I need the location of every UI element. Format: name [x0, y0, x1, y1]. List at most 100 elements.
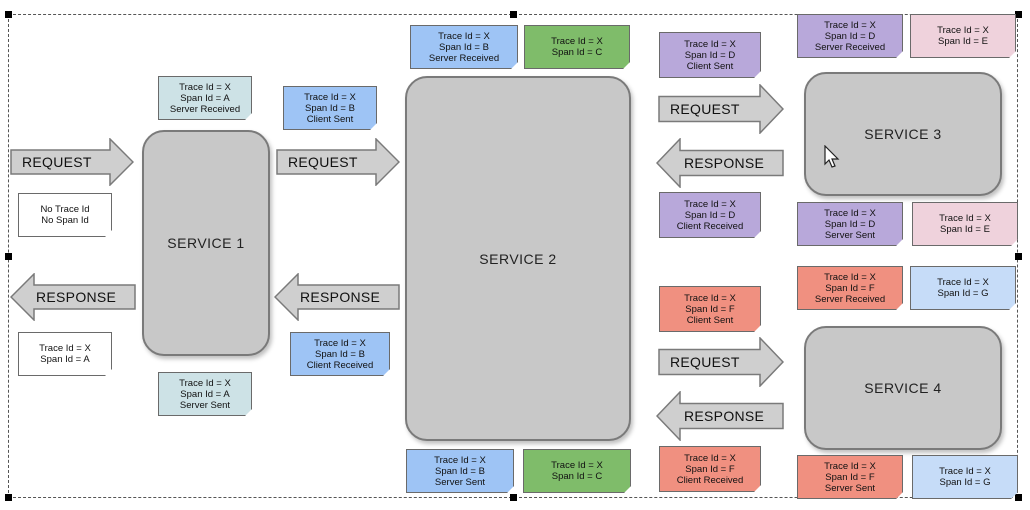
request-arrow-4: REQUEST: [658, 337, 784, 387]
note-line: Server Received: [814, 293, 886, 305]
resize-handle-top-left[interactable]: [5, 11, 12, 18]
note-line: Trace Id = X: [684, 292, 736, 304]
note-line: Trace Id = X: [939, 213, 991, 224]
response-arrow-4: RESPONSE: [656, 391, 784, 441]
note-line: Client Sent: [686, 60, 734, 72]
note-line: Span Id = G: [939, 477, 991, 488]
service-3-box: SERVICE 3: [804, 72, 1002, 196]
note-line: Span Id = B: [439, 41, 489, 53]
note-line: Client Received: [306, 359, 374, 371]
arrow-label: RESPONSE: [36, 289, 117, 305]
resize-handle-bottom-left[interactable]: [5, 494, 12, 501]
note-line: Span Id = B: [315, 348, 365, 360]
response-arrow-3: RESPONSE: [656, 138, 784, 188]
note-line: Trace Id = X: [937, 277, 989, 288]
arrow-polygon: [274, 273, 400, 321]
arrow-label: RESPONSE: [684, 155, 765, 171]
note-line: Client Sent: [686, 314, 734, 326]
block-arrow-shape: [658, 84, 784, 134]
resize-handle-top-middle[interactable]: [510, 11, 517, 18]
arrow-polygon: [10, 273, 136, 321]
note-line: Span Id = F: [825, 282, 875, 294]
note-line: Span Id = D: [824, 218, 876, 230]
note-line: Server Sent: [824, 229, 876, 241]
note-line: Server Sent: [179, 399, 231, 411]
note-line: Span Id = G: [937, 288, 989, 299]
resize-handle-bottom-middle[interactable]: [510, 494, 517, 501]
note-line: Trace Id = X: [434, 454, 486, 466]
arrow-label: RESPONSE: [684, 408, 765, 424]
note-line: Trace Id = X: [824, 19, 876, 31]
note-line: Server Received: [169, 103, 241, 115]
note-line: Server Sent: [434, 476, 486, 488]
arrow-label: REQUEST: [670, 101, 740, 117]
block-arrow-shape: [276, 138, 400, 186]
note-line: Trace Id = X: [684, 452, 736, 464]
block-arrow-shape: [274, 273, 400, 321]
note-line: Span Id = B: [305, 102, 355, 114]
note-line: Trace Id = X: [824, 207, 876, 219]
block-arrow-shape: [656, 138, 784, 188]
note-line: Trace Id = X: [824, 271, 876, 283]
response-arrow-1: RESPONSE: [10, 273, 136, 321]
resize-handle-middle-left[interactable]: [5, 253, 12, 260]
note-line: Span Id = A: [180, 388, 230, 400]
block-arrow-shape: [658, 337, 784, 387]
note-line: Span Id = F: [825, 471, 875, 483]
service-2-box: SERVICE 2: [405, 76, 631, 441]
note-line: Span Id = F: [685, 303, 735, 315]
note-line: Trace Id = X: [179, 81, 231, 93]
arrow-polygon: [276, 138, 400, 186]
note-line: Span Id = C: [551, 47, 603, 58]
note-line: Span Id = E: [940, 224, 990, 235]
arrow-label: RESPONSE: [300, 289, 381, 305]
note-line: Span Id = B: [435, 465, 485, 477]
arrow-label: REQUEST: [288, 154, 358, 170]
service-4-box: SERVICE 4: [804, 326, 1002, 450]
note-line: Span Id = D: [684, 49, 736, 61]
note-line: Span Id = C: [551, 471, 603, 482]
arrow-label: REQUEST: [670, 354, 740, 370]
request-arrow-1: REQUEST: [10, 138, 134, 186]
resize-handle-middle-right[interactable]: [1015, 253, 1022, 260]
resize-handle-bottom-right[interactable]: [1015, 494, 1022, 501]
mouse-pointer-icon: [824, 145, 840, 168]
response-arrow-2: RESPONSE: [274, 273, 400, 321]
note-line: No Trace Id: [40, 204, 90, 215]
note-line: Trace Id = X: [179, 377, 231, 389]
block-arrow-shape: [10, 138, 134, 186]
block-arrow-shape: [656, 391, 784, 441]
note-line: Trace Id = X: [937, 25, 989, 36]
service-1-box: SERVICE 1: [142, 130, 270, 356]
arrow-polygon: [656, 391, 784, 441]
note-line: Trace Id = X: [314, 337, 366, 349]
note-line: Trace Id = X: [684, 38, 736, 50]
note-line: Span Id = E: [938, 36, 988, 47]
note-line: Span Id = A: [180, 92, 230, 104]
note-line: Span Id = F: [685, 463, 735, 475]
note-line: Trace Id = X: [684, 198, 736, 210]
note-line: Trace Id = X: [438, 30, 490, 42]
note-line: Trace Id = X: [39, 343, 91, 354]
note-line: Span Id = D: [824, 30, 876, 42]
resize-handle-top-right[interactable]: [1015, 11, 1022, 18]
